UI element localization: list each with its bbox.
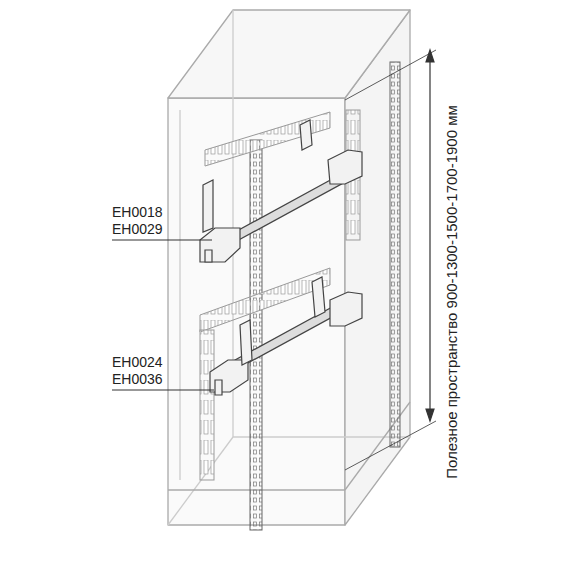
part-number: EH0029 [112, 221, 163, 237]
part-number: EH0018 [112, 204, 163, 220]
dimension-label: Полезное пространство 900-1300-1500-1700… [443, 105, 461, 479]
part-number: EH0024 [112, 354, 163, 370]
part-number: EH0036 [112, 371, 163, 387]
